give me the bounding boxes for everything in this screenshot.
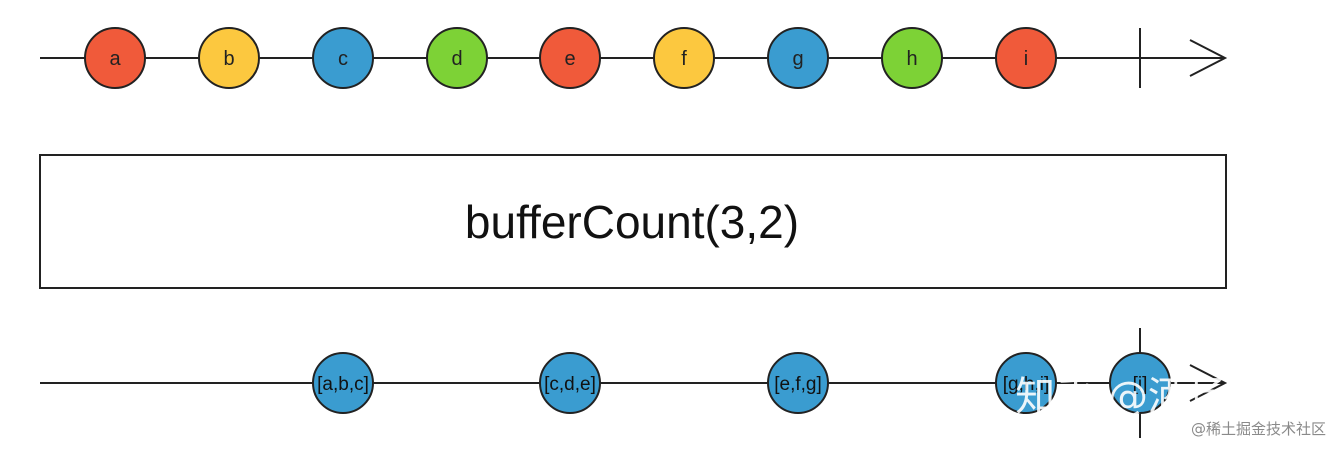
output-marble-4: [g,h,i] [995, 352, 1057, 414]
output-marble-1: [a,b,c] [312, 352, 374, 414]
input-timeline-arrowhead [1189, 39, 1228, 77]
input-marbles: a b c d e f g h i [84, 27, 1057, 89]
operator-box [39, 154, 1227, 289]
output-marble-2: [c,d,e] [539, 352, 601, 414]
watermark-sub: @稀土掘金技术社区 [1191, 420, 1326, 438]
input-marble-c: c [312, 27, 374, 89]
input-marble-circle [312, 27, 374, 89]
input-marble-label: g [792, 48, 803, 70]
input-marble-label: e [564, 48, 575, 70]
input-marble-label: c [338, 48, 348, 70]
input-marble-circle [84, 27, 146, 89]
input-marble-b: b [198, 27, 260, 89]
output-marble-label: [e,f,g] [774, 374, 822, 395]
output-marble-circle [995, 352, 1057, 414]
input-marble-label: i [1024, 48, 1028, 70]
watermark-main: 知乎 @酒场小生 [1015, 374, 1308, 420]
output-marble-label: [i] [1133, 374, 1148, 395]
input-marble-g: g [767, 27, 829, 89]
input-marble-label: d [451, 48, 462, 70]
input-marble-label: f [681, 48, 687, 70]
output-marble-5: [i] [1109, 352, 1171, 414]
input-marble-label: a [109, 48, 121, 70]
input-marble-i: i [995, 27, 1057, 89]
output-marble-circle [539, 352, 601, 414]
input-marble-circle [539, 27, 601, 89]
output-marble-label: [c,d,e] [544, 374, 596, 395]
input-marble-circle [653, 27, 715, 89]
output-marble-label: [g,h,i] [1003, 374, 1049, 395]
input-marble-circle [881, 27, 943, 89]
input-marble-circle [198, 27, 260, 89]
input-marble-e: e [539, 27, 601, 89]
input-marble-h: h [881, 27, 943, 89]
output-marbles: [a,b,c] [c,d,e] [e,f,g] [g,h,i] [i] [312, 352, 1171, 414]
output-marble-label: [a,b,c] [317, 374, 369, 395]
output-marble-circle [312, 352, 374, 414]
output-marble-circle [767, 352, 829, 414]
input-marble-label: h [906, 48, 917, 70]
output-marble-3: [e,f,g] [767, 352, 829, 414]
input-marble-circle [995, 27, 1057, 89]
input-marble-a: a [84, 27, 146, 89]
input-marble-d: d [426, 27, 488, 89]
output-timeline-arrowhead [1189, 364, 1228, 402]
output-marble-circle [1109, 352, 1171, 414]
input-marble-f: f [653, 27, 715, 89]
input-marble-circle [767, 27, 829, 89]
input-marble-label: b [223, 48, 234, 70]
input-marble-circle [426, 27, 488, 89]
operator-label: bufferCount(3,2) [465, 196, 799, 248]
